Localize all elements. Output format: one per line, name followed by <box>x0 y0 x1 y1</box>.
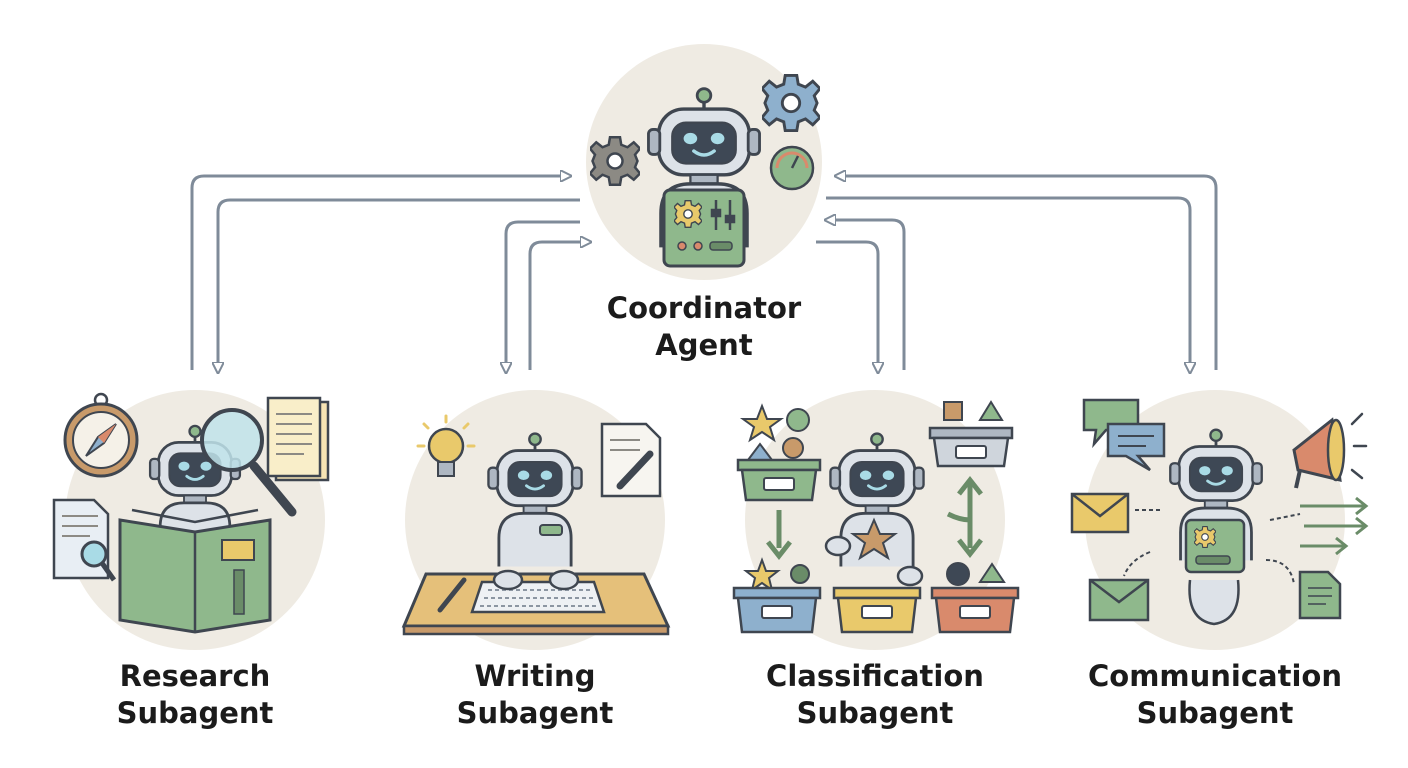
coordinator-title-line1: Coordinator <box>606 291 802 325</box>
panel-gear-icon <box>1194 526 1216 548</box>
panel-light-icon <box>693 241 703 251</box>
gauge-icon <box>769 145 815 191</box>
star-icon <box>850 517 898 561</box>
shape-icon <box>978 562 1006 583</box>
megaphone-icon <box>1292 412 1368 489</box>
research-subagent-label: Research Subagent <box>35 658 355 732</box>
writing-label-line2: Subagent <box>456 696 614 730</box>
message-flow <box>1123 509 1301 585</box>
communication-illustration <box>1070 398 1369 626</box>
bin-icon <box>930 586 1020 634</box>
bin-icon <box>832 586 922 634</box>
shape-icon <box>946 562 970 586</box>
pen-icon <box>616 450 654 490</box>
star-icon <box>743 557 781 593</box>
bin-icon <box>736 458 822 502</box>
arrow-icon <box>766 510 792 561</box>
envelope-icon <box>1088 578 1150 622</box>
arrow-coordinator-to-research <box>218 198 580 372</box>
communication-label-line2: Subagent <box>1136 696 1294 730</box>
classification-label-line1: Classification <box>766 659 984 693</box>
arrow-coordinator-to-classification <box>816 240 878 372</box>
shape-icon <box>790 564 810 584</box>
chest-badge <box>539 524 563 536</box>
panel-light-icon <box>677 241 687 251</box>
arrow-classification-to-coordinator <box>826 220 906 370</box>
magnifier-icon <box>200 408 297 517</box>
research-illustration <box>52 392 330 634</box>
chat-icon <box>1082 398 1166 472</box>
send-arrows <box>1300 496 1369 556</box>
arrow-coordinator-to-communication <box>826 196 1190 372</box>
bin-icon <box>928 426 1014 468</box>
writing-label-line1: Writing <box>474 659 596 693</box>
arrow-research-to-coordinator <box>190 176 570 370</box>
classification-subagent-label: Classification Subagent <box>715 658 1035 732</box>
panel-gear-icon <box>674 200 702 228</box>
bin-icon <box>732 586 822 634</box>
connector-arrows <box>190 176 1218 372</box>
classification-label-line2: Subagent <box>796 696 954 730</box>
coordinator-title: Coordinator Agent <box>544 290 864 364</box>
gear-icon <box>590 136 640 186</box>
slider-icon <box>710 200 736 230</box>
pencil-icon <box>437 577 467 613</box>
document-icon <box>1298 570 1342 620</box>
coordinator-illustration <box>590 74 820 268</box>
book-icon <box>118 508 272 634</box>
shape-icon <box>782 437 804 459</box>
arrow-writing-to-coordinator <box>528 242 590 370</box>
gear-icon <box>762 74 820 132</box>
document-icon <box>266 396 330 482</box>
robot-hands <box>824 535 924 587</box>
research-label-line1: Research <box>119 659 271 693</box>
document-icon <box>52 498 117 582</box>
writing-subagent-label: Writing Subagent <box>375 658 695 732</box>
arrow-icon <box>946 475 983 559</box>
communication-subagent-label: Communication Subagent <box>1055 658 1375 732</box>
document-icon <box>600 422 662 498</box>
research-label-line2: Subagent <box>116 696 274 730</box>
shape-icon <box>786 408 810 432</box>
panel-bar <box>709 241 733 251</box>
keyboard-icon <box>470 580 606 614</box>
shape-icon <box>943 401 963 421</box>
robot-hands <box>492 569 580 591</box>
coordinator-title-line2: Agent <box>655 328 753 362</box>
classification-illustration <box>732 400 1020 634</box>
communication-label-line1: Communication <box>1087 659 1342 693</box>
arrow-coordinator-to-writing <box>506 220 580 372</box>
shape-icon <box>978 400 1004 421</box>
lightbulb-icon <box>416 414 476 477</box>
control-panel <box>662 188 746 268</box>
compass-icon <box>63 392 139 478</box>
star-icon <box>739 403 785 443</box>
envelope-icon <box>1070 492 1130 534</box>
arrow-communication-to-coordinator <box>836 176 1218 370</box>
writing-illustration <box>401 414 671 636</box>
